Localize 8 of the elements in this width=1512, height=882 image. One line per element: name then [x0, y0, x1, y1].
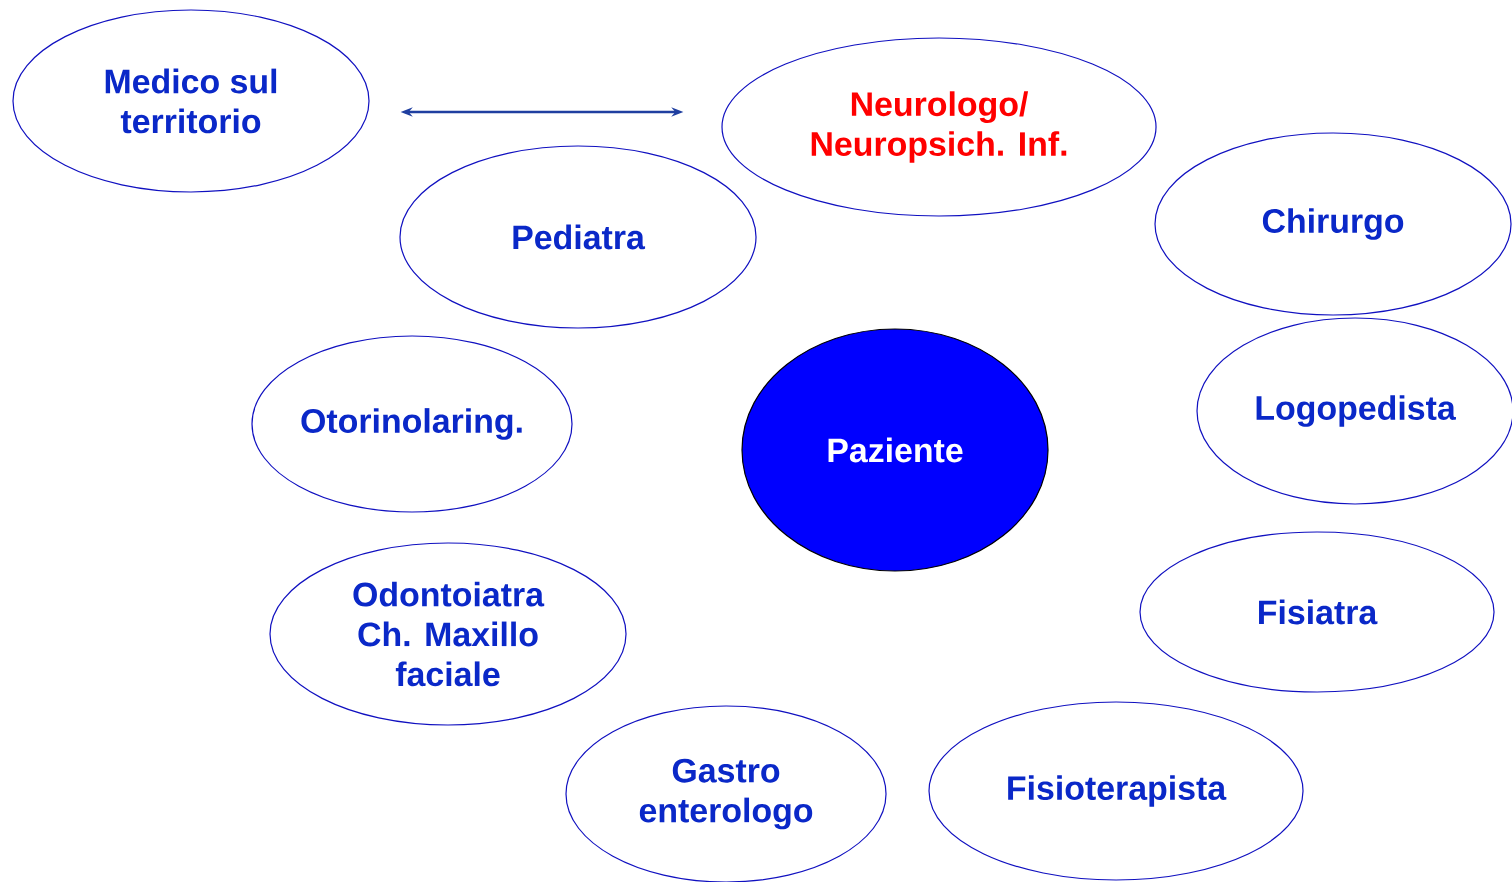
oval: Neurologo/ Neuropsich. Inf. — [721, 37, 1157, 217]
oval: Fisiatra — [1139, 531, 1495, 693]
oval: Otorinolaring. — [251, 335, 573, 513]
oval: Medico sul territorio — [12, 9, 370, 193]
oval: Chirurgo — [1154, 132, 1512, 316]
oval: Pediatra — [399, 145, 757, 329]
oval: Odontoiatra Ch. Maxillo faciale — [269, 542, 627, 726]
oval: Fisioterapista — [928, 701, 1304, 881]
